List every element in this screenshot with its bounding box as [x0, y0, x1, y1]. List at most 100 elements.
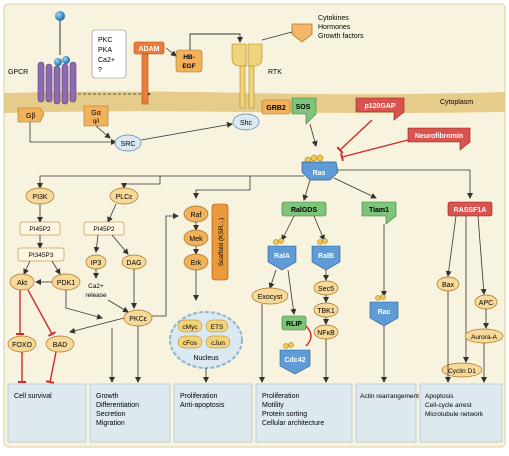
cjun-node	[205, 335, 231, 349]
ets-node	[205, 319, 229, 333]
kinase-unknown: ?	[98, 67, 102, 74]
exocyst-label: Exocyst	[258, 294, 283, 301]
scaffold-node	[211, 203, 229, 281]
bad-label: BAD	[53, 342, 67, 349]
hb-egf-label-2: EGF	[182, 63, 195, 70]
ralgds-to-rala	[281, 215, 295, 241]
pi345p3-to-pdk1	[51, 260, 61, 275]
ca-to-pkce	[107, 299, 129, 313]
outcome-survival-1: Cell survival	[14, 393, 52, 400]
ca-label: Ca2+	[88, 283, 104, 290]
ras-to-plc-arrow	[121, 176, 161, 189]
pi45p2-right-label: PI45P2	[93, 226, 115, 233]
ligand-growth-factors: Growth factors	[318, 33, 364, 40]
ras-to-tiam1-arrow	[333, 177, 377, 199]
cfos-node	[177, 335, 203, 349]
g-alpha-node	[83, 105, 109, 127]
outcome-apoptosis-3: Microtubule network	[425, 411, 484, 418]
nucleus-label: Nucleus	[193, 355, 219, 362]
cdc42-gdp-beads	[283, 342, 294, 349]
adam-node	[133, 41, 165, 55]
sos-to-ras-arrow	[309, 123, 318, 147]
rassf1a-node	[447, 201, 493, 217]
outcome-prolif1-2: Anti-apoptosis	[180, 402, 225, 409]
ras-to-pi3k-arrow	[37, 175, 304, 189]
dag-label: DAG	[126, 260, 141, 267]
scaffold-label: Scaffold (KSR...)	[218, 218, 225, 266]
pi345p3-node	[17, 247, 65, 262]
rala-to-exocyst	[268, 269, 277, 289]
outcome-survival-box	[7, 383, 87, 443]
g-alpha-label-2: q/i	[93, 119, 99, 125]
pkce-to-bad	[69, 317, 125, 334]
grb2-label: GRB2	[266, 105, 286, 112]
outcome-apoptosis-2: Cell-cycle arrest	[425, 402, 472, 409]
cdc42-label: Cdc42	[284, 357, 305, 364]
rala-label: RalA	[274, 253, 290, 260]
p120gap-node	[355, 97, 405, 121]
src-label: SRC	[121, 141, 136, 148]
ralb-label: RalB	[318, 253, 334, 260]
akt-label: Akt	[17, 280, 27, 287]
pi345p3-label: PI345P3	[29, 252, 54, 259]
foxo-label: FOXO	[12, 342, 32, 349]
rala-node	[267, 245, 297, 271]
plce-label: PLCε	[116, 194, 133, 201]
plasma-membrane	[4, 91, 505, 113]
ralgds-to-ralb	[313, 215, 325, 241]
sec5-label: Sec5	[318, 286, 334, 293]
gpcr-bound-ball-2	[62, 56, 70, 64]
rala-to-rlip	[287, 269, 297, 315]
bax-label: Bax	[442, 282, 455, 289]
pkce-to-raf	[152, 213, 179, 317]
ligand-to-rtk-line	[261, 31, 293, 41]
plce-node	[109, 187, 139, 205]
outcome-prolif2-2: Motility	[262, 402, 284, 409]
pi3k-label: PI3K	[32, 194, 48, 201]
rassf1a-to-bax	[445, 215, 457, 277]
outcome-growth-1: Growth	[96, 393, 119, 400]
pdk1-to-pkce	[65, 290, 103, 320]
neurofibromin-inhibit	[340, 139, 409, 162]
pdk1-label: PDK1	[57, 280, 75, 287]
kinase-ca: Ca2+	[98, 57, 115, 64]
gbeta-to-src-arrow	[29, 122, 117, 145]
tiam1-label: Tiam1	[369, 207, 389, 214]
ralgds-label: RalGDS	[291, 207, 317, 214]
ralb-node	[311, 245, 341, 271]
bad-inhibit-survival	[45, 351, 57, 384]
pkce-label: PKCε	[129, 316, 147, 323]
ralb-gtp-beads	[317, 238, 328, 245]
gpcr-receptor	[37, 61, 77, 105]
rlip-label: RLIP	[286, 321, 302, 328]
p120gap-inhibit	[336, 119, 373, 154]
outcome-actin-1: Actin rearrangement	[360, 393, 419, 400]
neurofibromin-label: Neurofibromin	[415, 133, 463, 140]
g-alpha-label-1: Gα	[91, 110, 101, 117]
shc-node	[232, 113, 260, 131]
outcome-growth-4: Migration	[96, 420, 125, 427]
ralgds-node	[281, 201, 327, 217]
apc-label: APC	[479, 300, 493, 307]
cmyc-node	[177, 319, 203, 333]
rassf1a-label: RASSF1A	[454, 207, 487, 214]
ras-node	[301, 161, 339, 181]
g-beta-node	[17, 107, 45, 123]
exocyst-node	[251, 287, 289, 305]
p120gap-label: p120GAP	[364, 103, 395, 110]
cell-background	[3, 3, 506, 448]
ras-label: Ras	[313, 170, 326, 177]
outcome-prolif2-4: Cellular architecture	[262, 420, 324, 427]
outcome-prolif2-box	[255, 383, 353, 443]
pi45p2-right-node	[83, 221, 125, 236]
shc-label: Shc	[240, 120, 253, 127]
release-label: release	[85, 292, 107, 299]
grb2-node	[261, 99, 291, 115]
kinase-pka: PKA	[98, 47, 112, 54]
ras-gtp-beads	[304, 154, 324, 164]
gpcr-label: GPCR	[8, 69, 28, 76]
outcome-apoptosis-1: Apoptosis	[425, 393, 454, 400]
ras-to-ralgds-arrow	[302, 179, 311, 201]
